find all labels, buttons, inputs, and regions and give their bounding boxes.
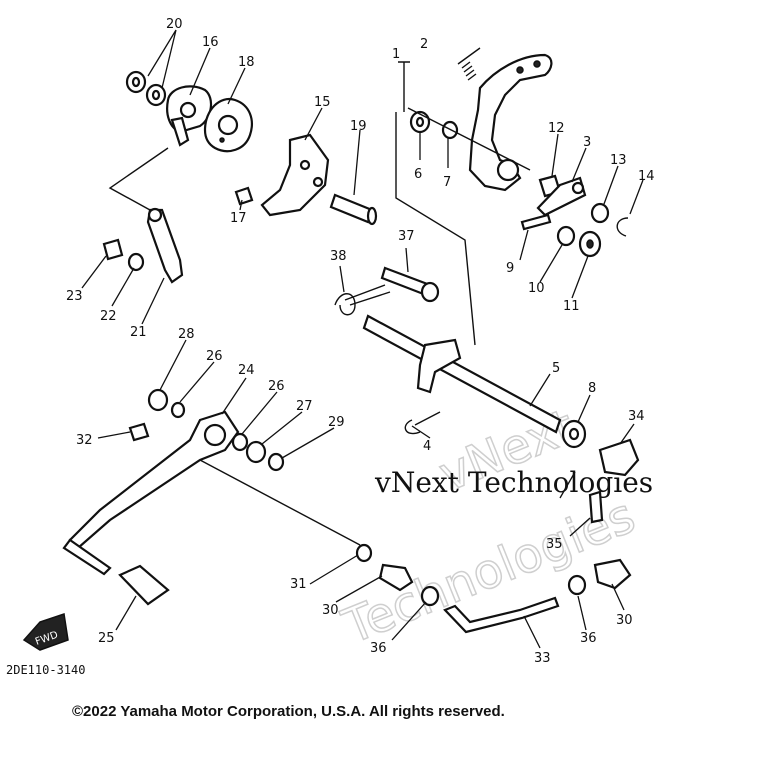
part-34-joint [598,438,640,477]
callout-17: 17 [230,211,247,226]
part-4-clip [404,419,421,435]
part-22-washer [127,252,145,272]
part-31-nut [355,543,373,563]
callout-23: 23 [66,289,83,304]
callout-25: 25 [98,631,115,646]
part-26-28-27-29-washers [147,388,285,472]
callout-36a: 36 [370,641,387,656]
callout-29: 29 [328,415,345,430]
callout-21: 21 [130,325,147,340]
part-15-bracket [260,133,330,217]
callout-14: 14 [638,169,655,184]
part-21-arm [146,207,184,284]
callout-18: 18 [238,55,255,70]
part-37-pin [380,266,440,303]
part-20-nuts [125,70,167,107]
callout-31: 31 [290,577,307,592]
part-17-bolt [234,186,254,206]
part-23-bolt [102,238,124,261]
callout-34: 34 [628,409,645,424]
part-35-bolt [588,490,604,524]
callout-6: 6 [414,167,422,182]
callout-30b: 30 [616,613,633,628]
callout-9: 9 [506,261,514,276]
callout-37: 37 [398,229,415,244]
part-36-nut-right [567,574,587,596]
part-8-seal [561,419,587,449]
part-30-joint-left [378,563,414,592]
callout-35: 35 [546,537,563,552]
copyright-notice: ©2022 Yamaha Motor Corporation, U.S.A. A… [72,703,505,720]
part-32-nut [128,422,150,442]
part-5-shift-shaft [362,314,562,434]
callout-16: 16 [202,35,219,50]
part-38-spring [334,284,391,316]
callout-30a: 30 [322,603,339,618]
callout-4: 4 [423,439,431,454]
callout-28: 28 [178,327,195,342]
part-6-washer [409,110,431,134]
callout-13: 13 [610,153,627,168]
part-3-lever [536,176,587,217]
callout-32: 32 [76,433,93,448]
part-33-shift-rod [443,596,560,634]
part-9-bolt [520,213,552,231]
part-25-pedal-rubber [118,564,170,606]
part-36-nut-left [420,585,440,607]
callout-24: 24 [238,363,255,378]
callout-22: 22 [100,309,117,324]
part-11-washer [578,230,602,258]
callout-26b: 26 [268,379,285,394]
part-24-shift-pedal [62,410,240,576]
assembly-lines [108,61,531,546]
callout-labels: 1 2 3 4 5 6 7 8 9 10 11 12 13 14 15 16 1… [66,17,655,666]
callout-19: 19 [350,119,367,134]
part-13-washer [590,202,610,224]
callout-5: 5 [552,361,560,376]
callout-15: 15 [314,95,331,110]
callout-2: 2 [420,37,428,52]
callout-11: 11 [563,299,580,314]
callout-8: 8 [588,381,596,396]
callout-20: 20 [166,17,183,32]
callout-12: 12 [548,121,565,136]
leader-lines [81,29,644,649]
callout-7: 7 [443,175,451,190]
part-19-pin [329,193,378,226]
callout-26a: 26 [206,349,223,364]
callout-3: 3 [583,135,591,150]
part-14-circlip [616,217,629,237]
fwd-arrow-icon: FWD [22,613,69,651]
part-18-disc [203,97,253,153]
part-1-shift-arm [468,53,553,192]
callout-1: 1 [392,47,400,62]
part-10-washer [556,225,576,247]
diagram-code: 2DE110-3140 [6,663,85,677]
callout-36b: 36 [580,631,597,646]
callout-10: 10 [528,281,545,296]
part-30-joint-right [593,558,632,590]
part-2-spring [457,47,481,81]
part-16-plate [166,85,213,147]
callout-38: 38 [330,249,347,264]
callout-33: 33 [534,651,551,666]
callout-27: 27 [296,399,313,414]
